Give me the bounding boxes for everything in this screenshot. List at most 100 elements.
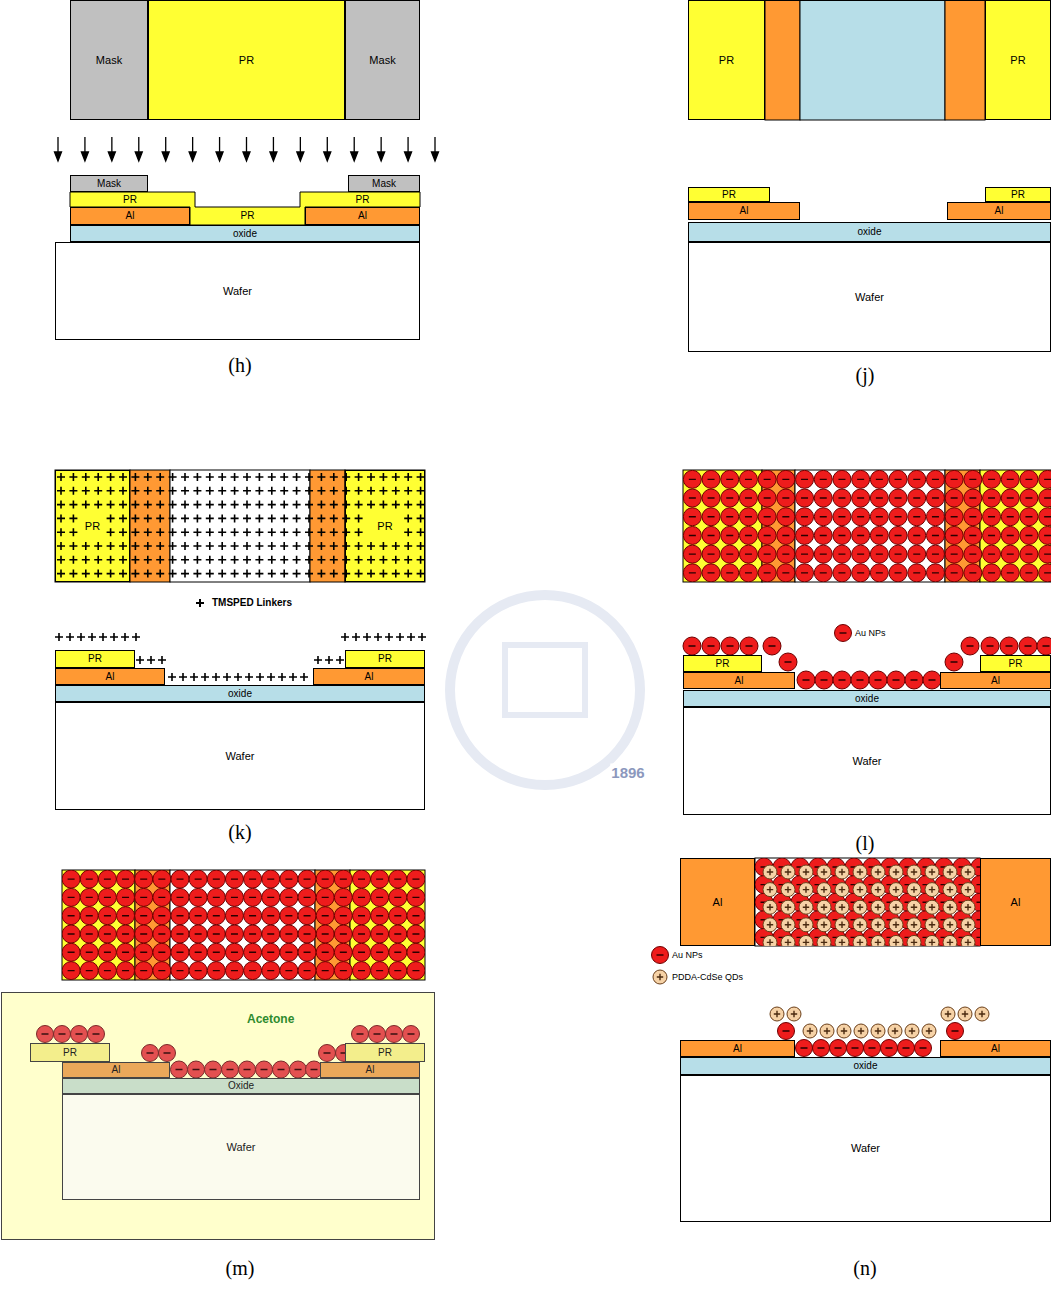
uv-arrow	[351, 137, 358, 161]
layer-box: Mask	[345, 0, 420, 120]
layer-label: PR	[123, 195, 137, 205]
layer-box: oxide	[688, 222, 1051, 242]
particle-charge	[657, 954, 664, 955]
layer-box: PR	[55, 470, 130, 582]
layer-label: PR	[378, 654, 392, 664]
uv-arrow	[405, 137, 412, 161]
watermark-emblem	[505, 645, 585, 715]
qd-layer	[770, 1007, 989, 1038]
layer-box: Al	[947, 202, 1051, 220]
particle-charge	[68, 879, 420, 971]
al-strip	[765, 1, 800, 121]
particle-charge	[689, 479, 1051, 572]
layer-label: Al	[1011, 897, 1021, 908]
layer-box: oxide	[683, 690, 1051, 707]
layer-box: PR	[688, 0, 765, 120]
layer-label: PR	[378, 1048, 392, 1058]
uv-arrow	[270, 137, 277, 161]
layer-box: PR	[985, 0, 1051, 120]
panel-label: (m)	[225, 1257, 256, 1279]
legend-swatch	[834, 624, 852, 642]
layer-box: PR	[345, 650, 425, 668]
layer-label: Wafer	[223, 286, 252, 297]
layer-label: oxide	[228, 689, 252, 699]
layer-label: Al	[366, 1065, 375, 1075]
particle-symbol	[652, 947, 669, 964]
photoresist-layer	[70, 192, 420, 225]
watermark	[450, 595, 640, 785]
legend-item: Au NPs	[651, 946, 703, 964]
uv-arrow	[432, 137, 439, 161]
layer-label: PR	[88, 654, 102, 664]
watermark-ring	[450, 595, 640, 785]
top-view-strips-l	[683, 470, 1051, 582]
legend-text: Au NPs	[672, 951, 703, 960]
layer-label: PR	[1010, 55, 1025, 66]
legend-swatch	[651, 968, 669, 986]
layer-box: Al	[680, 858, 755, 946]
layer-box: Wafer	[683, 707, 1051, 815]
panel-label: (k)	[227, 821, 252, 843]
layer-label: Al	[991, 1044, 1000, 1054]
uv-arrow	[324, 137, 331, 161]
layer-label: PR	[1011, 190, 1025, 200]
legend-text: Au NPs	[855, 629, 886, 638]
layer-label: Al	[358, 211, 367, 221]
layer-label: oxide	[233, 229, 257, 239]
solvent-bath: AcetonePRPRAlAlOxideWafer	[1, 992, 435, 1240]
oxide-window	[795, 470, 945, 582]
uv-arrow	[162, 137, 169, 161]
layer-box: Oxide	[62, 1078, 420, 1094]
layer-label: Al	[735, 676, 744, 686]
uv-arrow	[108, 137, 115, 161]
layer-box: oxide	[680, 1057, 1051, 1075]
layer-box: PR	[305, 192, 420, 207]
legend-swatch	[651, 946, 669, 964]
layer-label: PR	[356, 195, 370, 205]
layer-box: Al	[62, 1062, 170, 1078]
uv-arrow	[81, 137, 88, 161]
layer-box: PR	[688, 187, 770, 202]
top-view-strips-k	[55, 470, 425, 582]
layer-box: PR	[55, 650, 135, 668]
oxide-window	[170, 470, 310, 582]
panel-label: (l)	[855, 832, 876, 854]
watermark-text: 1896	[610, 764, 645, 781]
pr-strip	[345, 470, 425, 582]
layer-label: PR	[722, 190, 736, 200]
panel-label: (j)	[855, 364, 876, 386]
layer-box: PR	[683, 655, 762, 672]
layer-box: Al	[680, 1040, 795, 1057]
au-np-layer	[778, 1023, 964, 1057]
layer-box: Al	[305, 207, 420, 225]
layer-label: PR	[719, 55, 734, 66]
au-np-pattern	[755, 858, 980, 946]
layer-label: Wafer	[851, 1143, 880, 1154]
layer-box: Al	[940, 672, 1051, 689]
layer-label: oxide	[858, 227, 882, 237]
al-strip	[310, 470, 345, 582]
layer-label: Mask	[96, 55, 122, 66]
uv-arrow	[55, 137, 62, 161]
layer-box: oxide	[55, 685, 425, 702]
layer-label: Al	[991, 676, 1000, 686]
layer-box: Wafer	[55, 242, 420, 340]
layer-label: Al	[365, 672, 374, 682]
layer-box: PR	[190, 207, 305, 225]
layer-label: Al	[740, 206, 749, 216]
layer-box: Mask	[70, 0, 148, 120]
oxide-window	[755, 858, 980, 946]
layer-label: Al	[126, 211, 135, 221]
exposure-arrows	[55, 137, 439, 161]
layer-label: PR	[377, 521, 392, 532]
layer-box: PR	[30, 1043, 110, 1062]
layer-label: Wafer	[227, 1142, 256, 1153]
legend-swatch	[191, 594, 209, 612]
layer-label: oxide	[855, 694, 879, 704]
layer-box: PR	[345, 1043, 425, 1062]
layer-box: Al	[688, 202, 800, 220]
layer-box: Mask	[70, 175, 148, 192]
layer-box: Al	[55, 668, 165, 685]
layer-label: oxide	[854, 1061, 878, 1071]
